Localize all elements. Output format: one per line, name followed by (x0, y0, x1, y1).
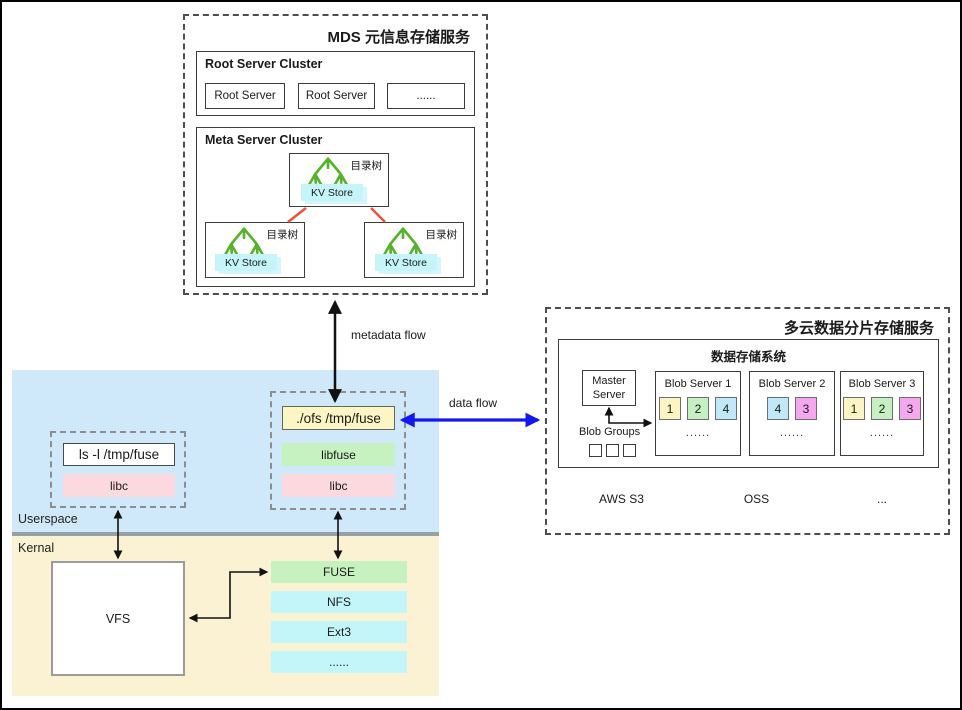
vfs-box: VFS (51, 561, 185, 676)
kernel-fs-fuse: FUSE (271, 561, 407, 583)
kv-store-box: KV Store (215, 254, 277, 271)
multicloud-panel-title: 多云数据分片存储服务 (783, 320, 934, 337)
kv-store-box: KV Store (301, 184, 363, 201)
master-server-box: Master Server (582, 370, 636, 406)
blob-chip: 4 (715, 397, 737, 420)
blob-chip: 3 (795, 397, 817, 420)
blob-server-more: ...... (685, 427, 711, 439)
blob-group-square (623, 444, 636, 457)
provider-oss: OSS (700, 480, 813, 517)
data-flow-label: data flow (449, 396, 498, 410)
ls-command-box: ls -l /tmp/fuse (63, 443, 175, 466)
metadata-flow-label: metadata flow (351, 328, 426, 342)
blob-server-box: Blob Server 2 4 3 ...... (749, 371, 835, 456)
kernel-fs-more: ...... (271, 651, 407, 673)
libfuse-box: libfuse (282, 443, 395, 466)
libc-box: libc (63, 474, 175, 497)
mds-panel: MDS 元信息存储服务 (183, 14, 488, 295)
ls-client-group (50, 431, 186, 508)
kernel-label: Kernal (18, 541, 55, 555)
root-server-box: Root Server (298, 83, 375, 109)
root-server-more-box: ...... (387, 83, 465, 109)
provider-more: ... (826, 480, 938, 517)
root-server-box: Root Server (205, 83, 285, 109)
blob-server-box: Blob Server 1 1 2 4 ...... (655, 371, 741, 456)
userspace-label: Userspace (18, 512, 78, 526)
meta-server-node: 目录树 KV Store (364, 222, 464, 278)
blob-groups-label: Blob Groups (579, 426, 641, 438)
meta-server-cluster-title: Meta Server Cluster (205, 133, 323, 147)
blob-chip: 1 (843, 397, 865, 420)
blob-server-name: Blob Server 1 (664, 378, 732, 390)
directory-tree-icon (222, 227, 266, 258)
multicloud-panel: 多云数据分片存储服务 (545, 307, 950, 535)
blob-chip: 1 (659, 397, 681, 420)
userspace-kernel-divider (12, 532, 439, 536)
dir-tree-label: 目录树 (266, 229, 299, 241)
blob-group-square (606, 444, 619, 457)
blob-group-square (589, 444, 602, 457)
blob-chip: 2 (871, 397, 893, 420)
blob-server-name: Blob Server 3 (848, 378, 916, 390)
provider-aws-s3: AWS S3 (558, 480, 685, 517)
blob-chip: 2 (687, 397, 709, 420)
kernel-fs-ext3: Ext3 (271, 621, 407, 643)
libc-box: libc (282, 474, 395, 497)
blob-server-name: Blob Server 2 (758, 378, 826, 390)
root-server-cluster-title: Root Server Cluster (205, 57, 323, 71)
blob-chip: 3 (899, 397, 921, 420)
blob-server-box: Blob Server 3 1 2 3 ...... (840, 371, 924, 456)
blob-chip: 4 (767, 397, 789, 420)
dir-tree-label: 目录树 (425, 229, 458, 241)
kernel-fs-nfs: NFS (271, 591, 407, 613)
meta-server-node: 目录树 KV Store (205, 222, 305, 278)
ofs-command-box: ./ofs /tmp/fuse (282, 406, 395, 430)
directory-tree-icon (306, 157, 350, 188)
dir-tree-label: 目录树 (350, 160, 383, 172)
data-storage-system-title: 数据存储系统 (710, 350, 786, 364)
kv-store-box: KV Store (375, 254, 437, 271)
meta-server-node: 目录树 KV Store (289, 153, 389, 207)
directory-tree-icon (381, 227, 425, 258)
blob-server-more: ...... (779, 427, 805, 439)
mds-panel-title: MDS 元信息存储服务 (327, 29, 470, 46)
blob-server-more: ...... (869, 427, 895, 439)
